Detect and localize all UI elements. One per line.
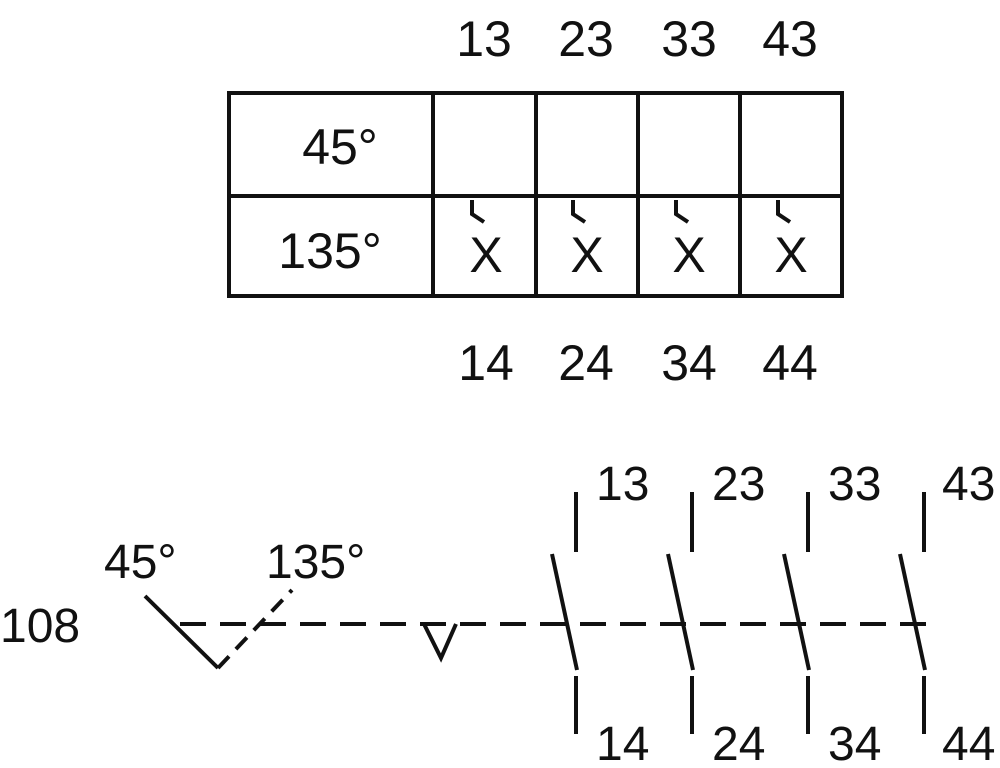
position-left-label: 45° (104, 536, 177, 589)
bottom-terminal-label: 34 (661, 335, 717, 391)
bottom-terminal-label: 44 (762, 335, 818, 391)
contact-tick-icon (674, 200, 690, 224)
contact-3 (782, 492, 811, 734)
schematic (143, 492, 928, 734)
contact-bottom-label: 44 (942, 718, 995, 768)
contact-bottom-label: 34 (828, 718, 881, 768)
contact-4 (898, 492, 927, 734)
contact-tick-icon (776, 200, 792, 224)
contact-top-label: 33 (828, 458, 881, 511)
top-terminal-label: 43 (762, 11, 818, 67)
position-right-label: 135° (266, 536, 365, 589)
contact-top-label: 43 (942, 458, 995, 511)
contact-mark: X (570, 227, 603, 283)
top-terminal-label: 23 (558, 11, 614, 67)
contact-mark: X (672, 227, 705, 283)
contact-top-label: 13 (596, 458, 649, 511)
top-terminal-label: 33 (661, 11, 717, 67)
bottom-terminal-label: 14 (458, 335, 514, 391)
device-id-label: 108 (0, 600, 80, 653)
contact-1 (550, 492, 579, 734)
contact-tick-icon (571, 200, 587, 224)
bottom-terminal-label: 24 (558, 335, 614, 391)
contact-table (227, 91, 844, 298)
detent-notch-icon (422, 623, 458, 663)
top-terminal-label: 13 (456, 11, 512, 67)
contact-2 (666, 492, 695, 734)
cam-right-stroke (216, 588, 294, 670)
row-angle-label: 45° (302, 119, 378, 175)
contact-mark: X (774, 227, 807, 283)
contact-bottom-label: 14 (596, 718, 649, 768)
contact-bottom-label: 24 (712, 718, 765, 768)
row-angle-label: 135° (278, 223, 381, 279)
contact-tick-icon (470, 200, 486, 224)
contact-top-label: 23 (712, 458, 765, 511)
cam-left-stroke (143, 594, 220, 670)
contact-mark: X (469, 227, 502, 283)
